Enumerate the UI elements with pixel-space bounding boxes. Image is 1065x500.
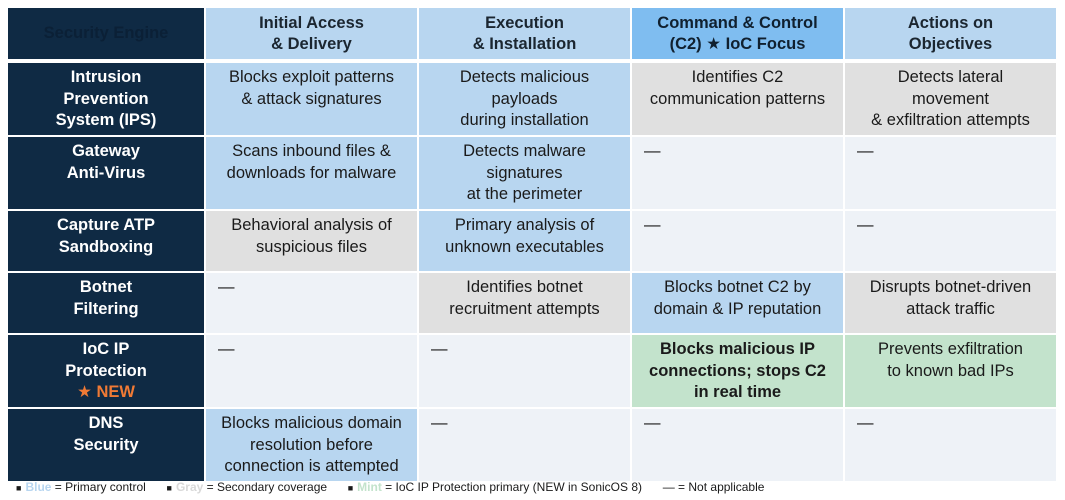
header-security-engine: Security Engine <box>8 8 206 63</box>
header-initial-access: Initial Access& Delivery <box>206 8 419 63</box>
cell-atp-actions: — <box>845 211 1058 273</box>
table-row: IoC IP Protection ★ NEW — — Blocks malic… <box>8 335 1058 409</box>
security-engine-table: Security Engine Initial Access& Delivery… <box>8 8 1058 483</box>
legend-dash-text: — = Not applicable <box>662 480 765 494</box>
cell-dns-c2: — <box>632 409 845 483</box>
legend: ■Blue = Primary control ■Gray = Secondar… <box>16 480 764 495</box>
engine-botnet-filtering: Botnet Filtering <box>8 273 206 335</box>
legend-gray-text: = Secondary coverage <box>203 480 328 494</box>
cell-ioc-execution: — <box>419 335 632 409</box>
cell-gav-execution: Detects malware signatures at the perime… <box>419 137 632 211</box>
legend-bullet-icon: ■ <box>347 483 354 493</box>
legend-mint-key: Mint <box>357 480 382 494</box>
cell-gav-c2: — <box>632 137 845 211</box>
table-row: DNS Security Blocks malicious domain res… <box>8 409 1058 483</box>
cell-ips-c2: Identifies C2 communication patterns <box>632 63 845 137</box>
cell-dns-execution: — <box>419 409 632 483</box>
cell-ioc-initial-access: — <box>206 335 419 409</box>
header-row: Security Engine Initial Access& Delivery… <box>8 8 1058 63</box>
cell-ips-execution: Detects malicious payloads during instal… <box>419 63 632 137</box>
table-row: Capture ATP Sandboxing Behavioral analys… <box>8 211 1058 273</box>
legend-blue-key: Blue <box>25 480 52 494</box>
cell-botnet-actions: Disrupts botnet-driven attack traffic <box>845 273 1058 335</box>
legend-blue-text: = Primary control <box>51 480 146 494</box>
cell-gav-initial-access: Scans inbound files & downloads for malw… <box>206 137 419 211</box>
legend-gray-key: Gray <box>175 480 204 494</box>
cell-ips-initial-access: Blocks exploit patterns & attack signatu… <box>206 63 419 137</box>
header-execution: Execution& Installation <box>419 8 632 63</box>
cell-ips-actions: Detects lateral movement & exfiltration … <box>845 63 1058 137</box>
cell-gav-actions: — <box>845 137 1058 211</box>
cell-dns-initial-access: Blocks malicious domain resolution befor… <box>206 409 419 483</box>
cell-botnet-c2: Blocks botnet C2 by domain & IP reputati… <box>632 273 845 335</box>
cell-botnet-execution: Identifies botnet recruitment attempts <box>419 273 632 335</box>
engine-dns-security: DNS Security <box>8 409 206 483</box>
table-row: Botnet Filtering — Identifies botnet rec… <box>8 273 1058 335</box>
table-row: Intrusion Prevention System (IPS) Blocks… <box>8 63 1058 137</box>
table-row: Gateway Anti-Virus Scans inbound files &… <box>8 137 1058 211</box>
engine-capture-atp: Capture ATP Sandboxing <box>8 211 206 273</box>
engine-ioc-ip-protection: IoC IP Protection ★ NEW <box>8 335 206 409</box>
cell-atp-initial-access: Behavioral analysis of suspicious files <box>206 211 419 273</box>
cell-atp-execution: Primary analysis of unknown executables <box>419 211 632 273</box>
legend-mint-text: = IoC IP Protection primary (NEW in Soni… <box>381 480 643 494</box>
new-badge: ★ NEW <box>77 383 135 401</box>
engine-gateway-av: Gateway Anti-Virus <box>8 137 206 211</box>
coverage-matrix: Security Engine Initial Access& Delivery… <box>8 8 1058 483</box>
cell-dns-actions: — <box>845 409 1058 483</box>
legend-bullet-icon: ■ <box>16 483 22 493</box>
legend-bullet-icon: ■ <box>166 483 172 493</box>
cell-atp-c2: — <box>632 211 845 273</box>
cell-ioc-c2: Blocks malicious IP connections; stops C… <box>632 335 845 409</box>
cell-ioc-actions: Prevents exfiltration to known bad IPs <box>845 335 1058 409</box>
engine-ips: Intrusion Prevention System (IPS) <box>8 63 206 137</box>
header-command-control: Command & Control(C2) ★ IoC Focus <box>632 8 845 63</box>
cell-botnet-initial-access: — <box>206 273 419 335</box>
